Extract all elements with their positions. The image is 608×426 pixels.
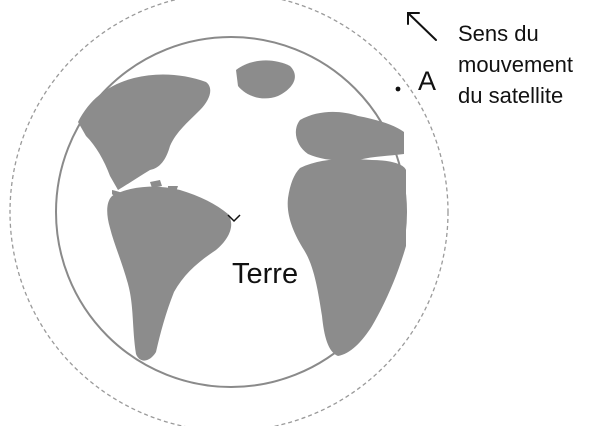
- center-mark-icon: [227, 214, 241, 223]
- continents: [78, 60, 406, 361]
- direction-label: Sens du mouvement du satellite: [458, 18, 573, 111]
- direction-label-line: du satellite: [458, 83, 564, 108]
- north-america: [78, 74, 211, 190]
- africa: [287, 158, 406, 356]
- greenland: [236, 60, 295, 99]
- satellite-dot-icon: [395, 86, 401, 92]
- direction-label-line: Sens du: [458, 21, 539, 46]
- earth-label: Terre: [232, 258, 299, 290]
- europe: [295, 111, 404, 161]
- arrow-up-left-icon: [407, 12, 437, 41]
- south-america: [107, 186, 232, 361]
- point-a-label: A: [418, 66, 437, 96]
- direction-label-line: mouvement: [458, 52, 573, 77]
- satellite-orbit: [9, 0, 449, 426]
